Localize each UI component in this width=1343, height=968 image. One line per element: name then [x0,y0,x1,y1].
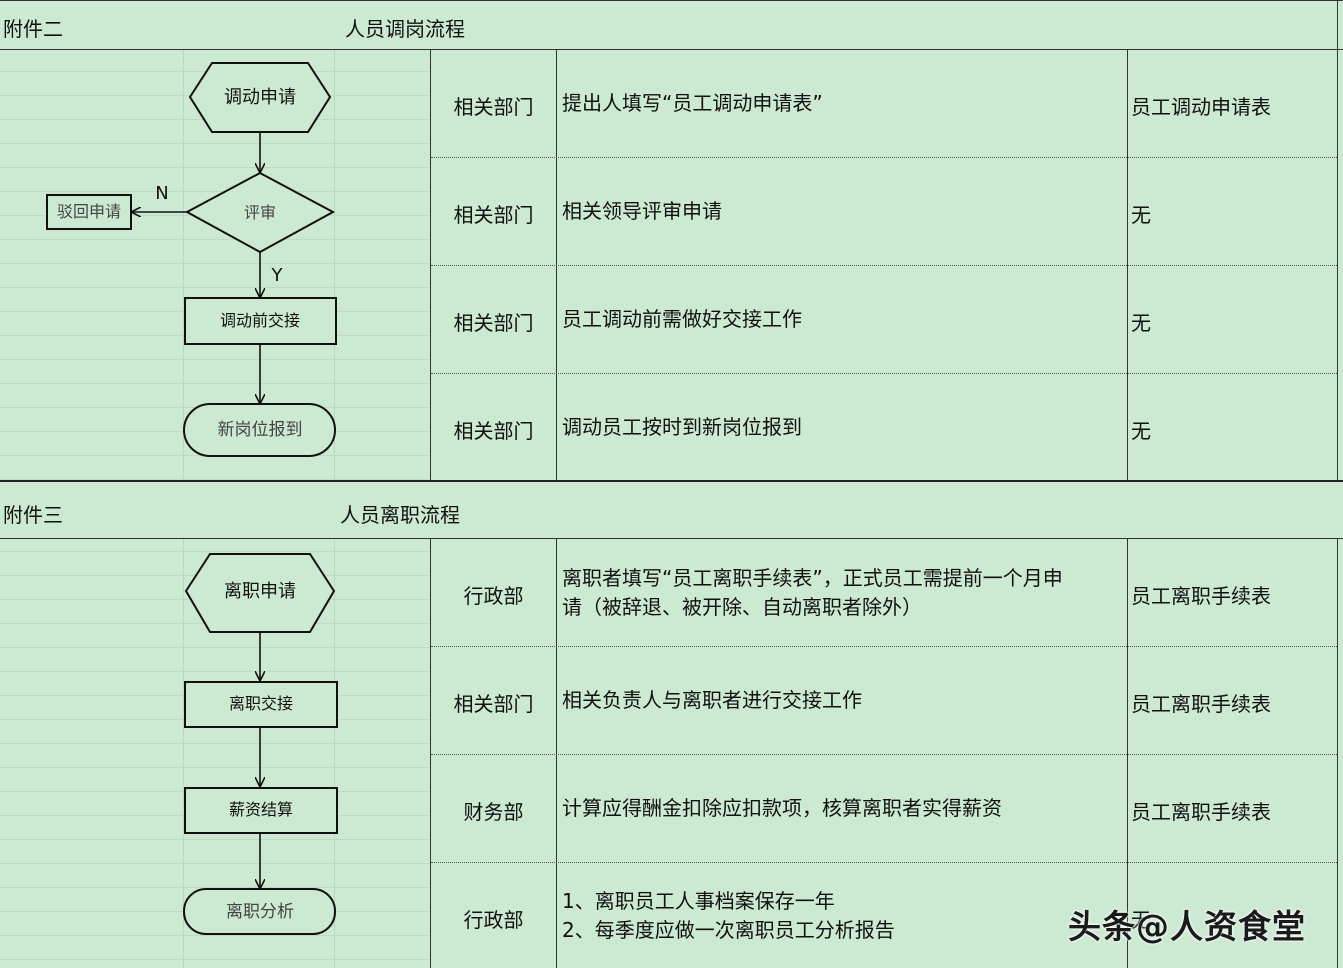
dept-cell: 行政部 [463,584,524,608]
desc-cell: 计算应得酬金扣除应扣款项，核算离职者实得薪资 [562,796,1002,820]
step-box [184,297,337,345]
yes-label: Y [271,265,284,286]
flowcharts: 调动申请 评审 N 驳回申请 Y 调动前交接 新岗位报到 离职申请 离职交接 薪… [46,62,338,935]
desc-cell-line1: 1、离职员工人事档案保存一年 [562,889,835,913]
desc-cell-line1: 离职者填写“员工离职手续表”，正式员工需提前一个月申 [562,566,1063,590]
flow-end-label: 新岗位报到 [218,420,303,440]
end-terminal [183,403,336,457]
start-hexagon [188,62,332,133]
section-title: 人员离职流程 [340,503,460,527]
desc-cell-line2: 请（被辞退、被开除、自动离职者除外） [562,595,922,619]
flow-end-label: 离职分析 [226,902,294,922]
flow-step2-label: 薪资结算 [229,800,293,819]
desc-cell: 员工调动前需做好交接工作 [562,307,802,331]
flow-reject-label: 驳回申请 [57,202,121,221]
dept-cell: 相关部门 [453,311,534,335]
no-label: N [155,183,168,204]
dept-cell: 行政部 [463,908,524,932]
flow-start-label: 离职申请 [224,581,296,602]
form-cell: 无 [1131,311,1151,335]
section-header-transfer: 附件二 人员调岗流程 [0,0,1343,50]
form-cell: 员工离职手续表 [1131,692,1271,716]
reject-box [46,194,132,230]
form-cell: 无 [1131,908,1151,932]
section-tag: 附件二 [3,17,63,41]
dept-cell: 相关部门 [453,95,534,119]
desc-cell: 提出人填写“员工调动申请表” [562,91,823,115]
desc-cell: 调动员工按时到新岗位报到 [562,415,802,439]
flow-start-label: 调动申请 [224,87,296,108]
step-box [184,787,338,834]
watermark: 头条@人资食堂 [1068,907,1306,946]
start-hexagon [184,553,336,633]
section-title: 人员调岗流程 [345,17,465,41]
desc-cell: 相关领导评审申请 [562,199,722,223]
form-cell: 员工离职手续表 [1131,800,1271,824]
desc-cell-line2: 2、每季度应做一次离职员工分析报告 [562,918,895,942]
dept-cell: 相关部门 [453,203,534,227]
desc-cell: 相关负责人与离职者进行交接工作 [562,688,862,712]
dept-cell: 相关部门 [453,419,534,443]
end-terminal [183,888,336,935]
form-cell: 无 [1131,419,1151,443]
form-cell: 无 [1131,203,1151,227]
form-cell: 员工调动申请表 [1131,95,1271,119]
section-header-resignation: 附件三 人员离职流程 [0,480,1343,539]
step-box [184,681,338,728]
form-cell: 员工离职手续表 [1131,584,1271,608]
dept-cell: 财务部 [463,800,524,824]
section-tag: 附件三 [3,503,63,527]
flow-step-label: 调动前交接 [220,311,300,330]
dept-cell: 相关部门 [453,692,534,716]
flow-step1-label: 离职交接 [229,694,293,713]
flow-decision-label: 评审 [244,203,276,222]
